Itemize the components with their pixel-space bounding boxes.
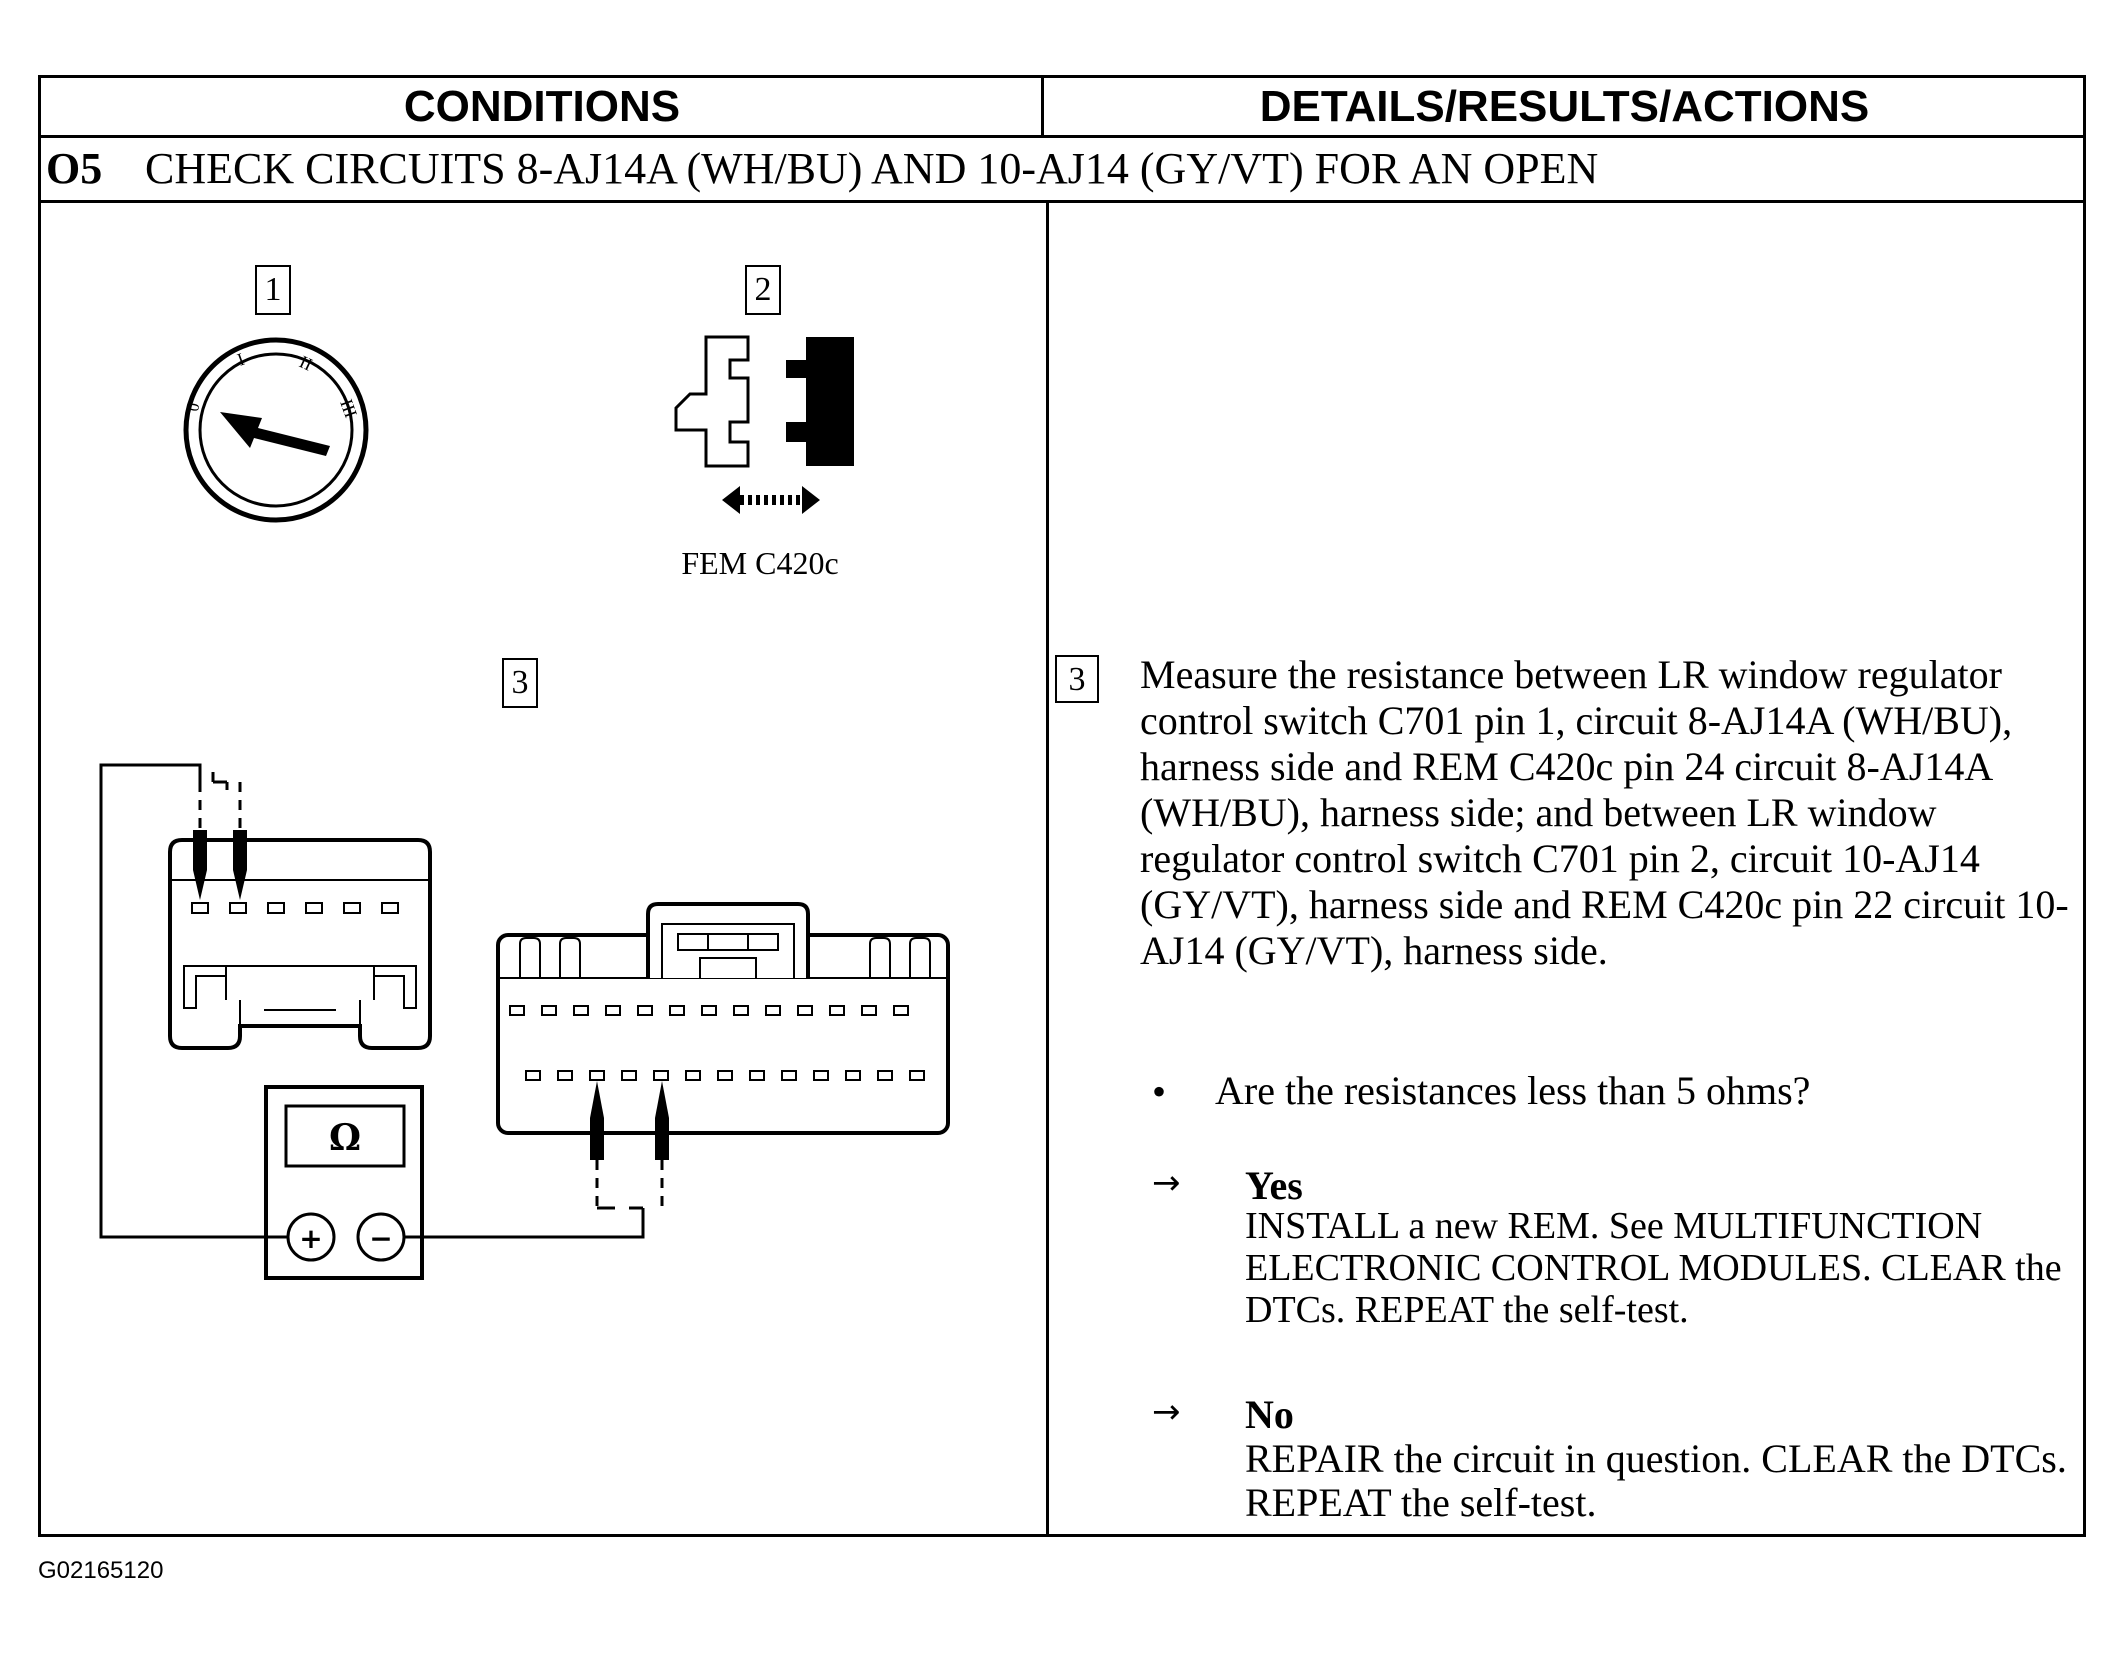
header-divider: [1041, 78, 1044, 135]
no-arrow-icon: →: [1152, 1392, 1181, 1432]
step-rule: [41, 200, 2083, 203]
no-action: REPAIR the circuit in question. CLEAR th…: [1245, 1436, 2067, 1525]
minus-terminal-icon: −: [369, 1222, 392, 1255]
details-header: DETAILS/RESULTS/ACTIONS: [1259, 82, 1870, 131]
callout-1: 1: [255, 265, 291, 315]
step-title: CHECK CIRCUITS 8-AJ14A (WH/BU) AND 10-AJ…: [145, 144, 1599, 193]
plus-terminal-icon: +: [299, 1222, 322, 1255]
connector-disconnect-icon: [674, 335, 854, 514]
no-label: No: [1245, 1392, 1294, 1437]
switch-connector-c701: [168, 838, 432, 1050]
header-rule: [41, 135, 2083, 138]
ohm-symbol: Ω: [329, 1117, 361, 1159]
yes-action: INSTALL a new REM. See MULTIFUNCTION ELE…: [1245, 1205, 2062, 1331]
callout-3-diagram: 3: [502, 658, 538, 708]
connector-label: FEM C420c: [681, 545, 839, 581]
yes-arrow-icon: →: [1152, 1163, 1181, 1203]
test-leads: [99, 763, 645, 1239]
probes-c701: [193, 772, 247, 900]
module-connector-c420c: [496, 902, 950, 1135]
column-divider: [1046, 203, 1049, 1537]
ignition-mark-3: III: [336, 397, 361, 421]
ignition-switch-icon: 0 I II III: [183, 337, 369, 523]
question-text: Are the resistances less than 5 ohms?: [1215, 1068, 1811, 1113]
callout-3-details: 3: [1055, 655, 1099, 703]
step-number: O5: [46, 144, 103, 193]
step-row: O5 CHECK CIRCUITS 8-AJ14A (WH/BU) AND 10…: [41, 138, 2083, 200]
probes-c420c: [590, 1081, 669, 1220]
conditions-header: CONDITIONS: [403, 82, 681, 131]
measure-instruction: Measure the resistance between LR window…: [1140, 652, 2069, 973]
ignition-mark-0: 0: [185, 402, 203, 413]
callout-2: 2: [745, 265, 781, 315]
yes-label: Yes: [1245, 1163, 1303, 1208]
procedure-table: CONDITIONS DETAILS/RESULTS/ACTIONS O5 CH…: [38, 75, 2086, 1537]
figure-code: G02165120: [38, 1557, 164, 1584]
key-arrow-icon: [220, 412, 330, 456]
bullet-icon: •: [1152, 1069, 1167, 1114]
ohmmeter-icon: Ω + −: [264, 1085, 424, 1280]
